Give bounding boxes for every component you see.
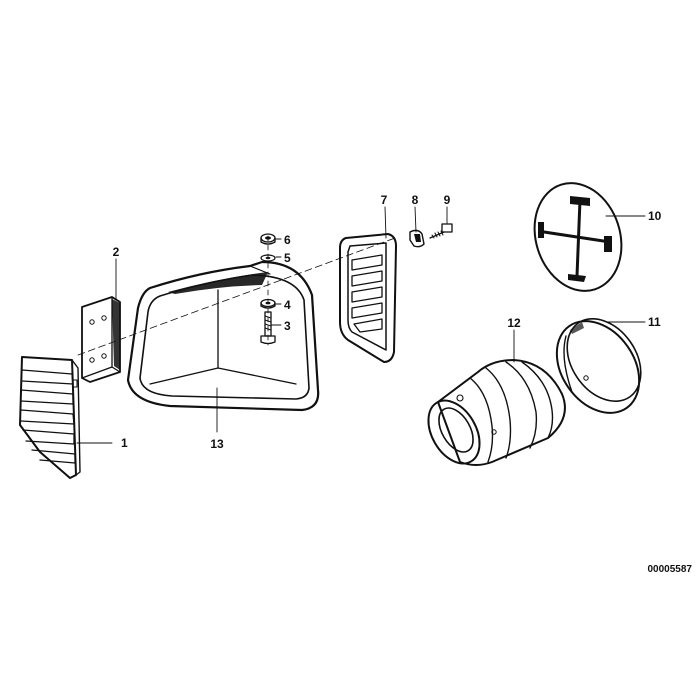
part-11-retaining-ring <box>555 318 642 414</box>
callout-3: 3 <box>284 319 291 333</box>
callout-1: 1 <box>121 436 128 450</box>
callout-9: 9 <box>444 193 451 207</box>
callout-7: 7 <box>381 193 388 207</box>
callout-2: 2 <box>113 245 120 259</box>
part-3-bolt <box>260 311 276 345</box>
callout-8: 8 <box>412 193 419 207</box>
part-4-washer <box>260 298 276 309</box>
part-12-rubber-boot <box>427 359 566 466</box>
part-10-cover-disc <box>533 182 623 292</box>
part-8-clip <box>409 229 425 248</box>
callout-11: 11 <box>648 315 661 329</box>
part-2-bracket <box>81 296 121 383</box>
callout-10: 10 <box>648 209 662 223</box>
callout-12: 12 <box>507 316 521 330</box>
callout-6: 6 <box>284 233 291 247</box>
callout-5: 5 <box>284 251 291 265</box>
part-6-nut <box>260 233 276 245</box>
part-1-outer-grille <box>19 356 81 479</box>
assembly-axis-lines <box>77 235 396 356</box>
part-13-headlight-housing <box>126 260 320 412</box>
diagram-reference-number: 00005587 <box>648 564 693 575</box>
part-7-inner-grille <box>339 233 397 363</box>
part-9-screw <box>429 223 453 239</box>
part-5-washer <box>260 254 276 262</box>
leader-lines <box>76 206 646 444</box>
callout-4: 4 <box>284 298 291 312</box>
callout-13: 13 <box>210 437 224 451</box>
callout-labels: 1 2 3 4 5 6 7 8 9 10 11 12 13 <box>113 193 662 451</box>
